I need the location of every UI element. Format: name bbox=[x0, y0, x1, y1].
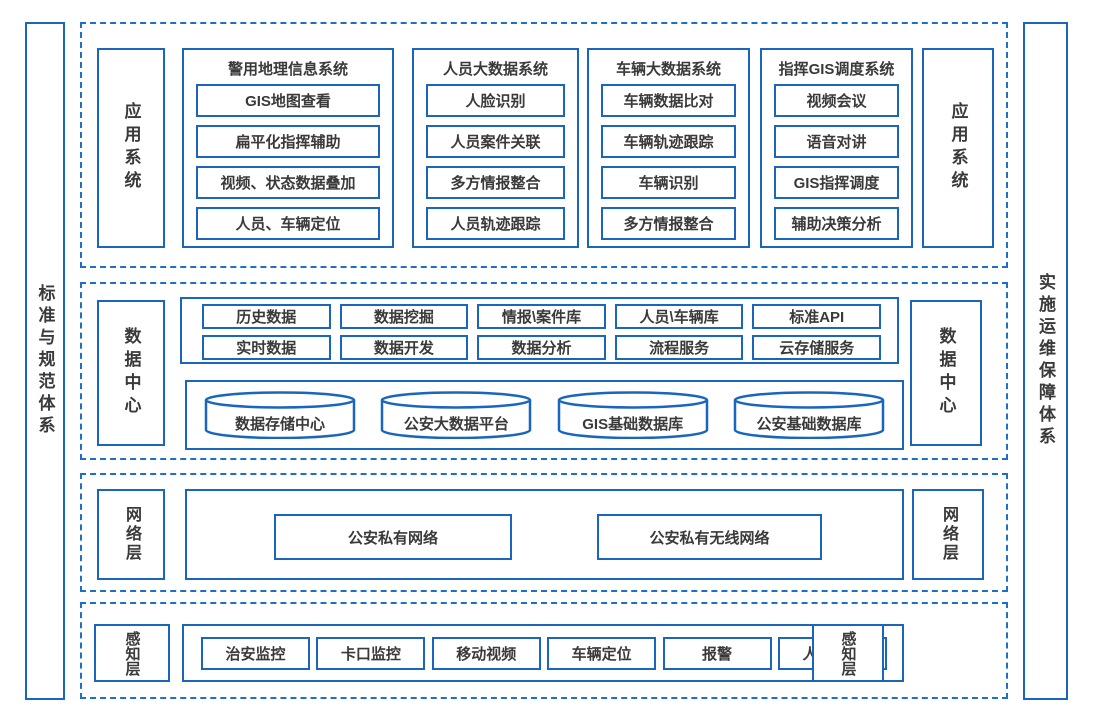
service-item: 数据挖掘 bbox=[339, 304, 469, 329]
operations-pillar: 实施运维保障体系 bbox=[1023, 22, 1068, 700]
network-layer-label-text: 网络层 bbox=[123, 506, 140, 563]
operations-pillar-label: 实施运维保障体系 bbox=[1036, 273, 1055, 449]
database-cylinder: 公安基础数据库 bbox=[733, 391, 885, 439]
database-cylinder: 数据存储中心 bbox=[204, 391, 356, 439]
app-item: 人脸识别 bbox=[426, 84, 565, 117]
database-label: 公安基础数据库 bbox=[756, 415, 862, 433]
perception-item: 报警 bbox=[662, 636, 772, 670]
app-item: 视频、状态数据叠加 bbox=[196, 166, 380, 199]
service-item: 情报\案件库 bbox=[477, 304, 606, 329]
database-label: 公安大数据平台 bbox=[403, 415, 509, 433]
panel-items: GIS地图查看 扁平化指挥辅助 视频、状态数据叠加 人员、车辆定位 bbox=[196, 84, 380, 240]
panel-title: 指挥GIS调度系统 bbox=[778, 61, 895, 78]
application-layer: 应用系统 警用地理信息系统 GIS地图查看 扁平化指挥辅助 视频、状态数据叠加 … bbox=[80, 22, 1008, 268]
data-storage-box: 数据存储中心 公安大数据平台 GIS基础数据库 bbox=[185, 380, 904, 450]
app-item: 多方情报整合 bbox=[426, 166, 565, 199]
network-layer-label-text: 网络层 bbox=[940, 506, 957, 563]
panel-title: 警用地理信息系统 bbox=[227, 61, 348, 78]
standards-pillar: 标准与规范体系 bbox=[25, 22, 65, 700]
database-cylinder: GIS基础数据库 bbox=[557, 391, 709, 439]
panel-command-gis-dispatch: 指挥GIS调度系统 视频会议 语音对讲 GIS指挥调度 辅助决策分析 bbox=[760, 48, 913, 248]
network-layer: 网络层 公安私有网络 公安私有无线网络 网络层 bbox=[80, 473, 1008, 592]
data-center-label-left: 数据中心 bbox=[97, 300, 165, 446]
panel-vehicle-bigdata: 车辆大数据系统 车辆数据比对 车辆轨迹跟踪 车辆识别 多方情报整合 bbox=[587, 48, 750, 248]
network-layer-label-right: 网络层 bbox=[912, 489, 984, 580]
panel-items: 车辆数据比对 车辆轨迹跟踪 车辆识别 多方情报整合 bbox=[601, 84, 736, 240]
database-icon bbox=[733, 391, 885, 439]
service-item: 历史数据 bbox=[202, 304, 331, 329]
app-item: 车辆数据比对 bbox=[601, 84, 736, 117]
network-layer-label-left: 网络层 bbox=[97, 489, 165, 580]
service-item: 云存储服务 bbox=[752, 335, 881, 360]
perception-item: 治安监控 bbox=[201, 636, 310, 670]
database-icon bbox=[381, 391, 532, 439]
database-label: GIS基础数据库 bbox=[582, 415, 684, 433]
application-layer-label-left: 应用系统 bbox=[97, 48, 165, 248]
application-layer-label-right: 应用系统 bbox=[922, 48, 994, 248]
data-center-layer: 数据中心 历史数据 数据挖掘 情报\案件库 人员\车辆库 标准API 实时数据 … bbox=[80, 282, 1008, 460]
service-item: 数据分析 bbox=[477, 335, 606, 360]
panel-personnel-bigdata: 人员大数据系统 人脸识别 人员案件关联 多方情报整合 人员轨迹跟踪 bbox=[412, 48, 579, 248]
service-item: 实时数据 bbox=[202, 335, 331, 360]
panel-items: 人脸识别 人员案件关联 多方情报整合 人员轨迹跟踪 bbox=[426, 84, 565, 240]
app-item: 扁平化指挥辅助 bbox=[196, 125, 380, 158]
perception-layer-label-right: 感知层 bbox=[812, 624, 884, 682]
data-center-label-text: 数据中心 bbox=[936, 327, 956, 419]
app-item: 人员案件关联 bbox=[426, 125, 565, 158]
perception-box: 治安监控 卡口监控 移动视频 车辆定位 报警 人员定位 bbox=[182, 624, 904, 682]
app-item: GIS地图查看 bbox=[196, 84, 380, 117]
network-box: 公安私有网络 公安私有无线网络 bbox=[185, 489, 904, 580]
application-layer-label-text: 应用系统 bbox=[121, 102, 141, 194]
app-item: 车辆轨迹跟踪 bbox=[601, 125, 736, 158]
app-item: 语音对讲 bbox=[774, 125, 899, 158]
data-center-label-text: 数据中心 bbox=[121, 327, 141, 419]
perception-layer: 感知层 治安监控 卡口监控 移动视频 车辆定位 报警 人员定位 感知层 bbox=[80, 602, 1008, 699]
perception-layer-label-text: 感知层 bbox=[123, 630, 141, 676]
app-item: 多方情报整合 bbox=[601, 207, 736, 240]
panel-items: 视频会议 语音对讲 GIS指挥调度 辅助决策分析 bbox=[774, 84, 899, 240]
standards-pillar-label: 标准与规范体系 bbox=[35, 284, 55, 438]
database-label: 数据存储中心 bbox=[234, 415, 325, 433]
service-item: 数据开发 bbox=[339, 335, 469, 360]
network-item: 公安私有网络 bbox=[274, 514, 512, 560]
app-item: 人员轨迹跟踪 bbox=[426, 207, 565, 240]
application-layer-label-text: 应用系统 bbox=[948, 102, 968, 194]
service-item: 流程服务 bbox=[614, 335, 744, 360]
perception-item: 车辆定位 bbox=[547, 636, 657, 670]
database-cylinder: 公安大数据平台 bbox=[380, 391, 532, 439]
app-item: 人员、车辆定位 bbox=[196, 207, 380, 240]
database-icon bbox=[557, 391, 708, 439]
perception-item: 移动视频 bbox=[431, 636, 541, 670]
database-icon bbox=[204, 391, 356, 439]
service-item: 标准API bbox=[752, 304, 881, 329]
network-item: 公安私有无线网络 bbox=[597, 514, 822, 560]
app-item: GIS指挥调度 bbox=[774, 166, 899, 199]
panel-title: 人员大数据系统 bbox=[442, 61, 548, 78]
perception-layer-label-left: 感知层 bbox=[94, 624, 170, 682]
perception-layer-label-text: 感知层 bbox=[839, 630, 857, 676]
service-item: 人员\车辆库 bbox=[614, 304, 744, 329]
app-item: 视频会议 bbox=[774, 84, 899, 117]
app-item: 辅助决策分析 bbox=[774, 207, 899, 240]
panel-police-gis: 警用地理信息系统 GIS地图查看 扁平化指挥辅助 视频、状态数据叠加 人员、车辆… bbox=[182, 48, 394, 248]
app-item: 车辆识别 bbox=[601, 166, 736, 199]
panel-title: 车辆大数据系统 bbox=[615, 61, 721, 78]
perception-item: 卡口监控 bbox=[316, 636, 426, 670]
data-services-box: 历史数据 数据挖掘 情报\案件库 人员\车辆库 标准API 实时数据 数据开发 … bbox=[180, 297, 899, 364]
data-center-label-right: 数据中心 bbox=[910, 300, 982, 446]
